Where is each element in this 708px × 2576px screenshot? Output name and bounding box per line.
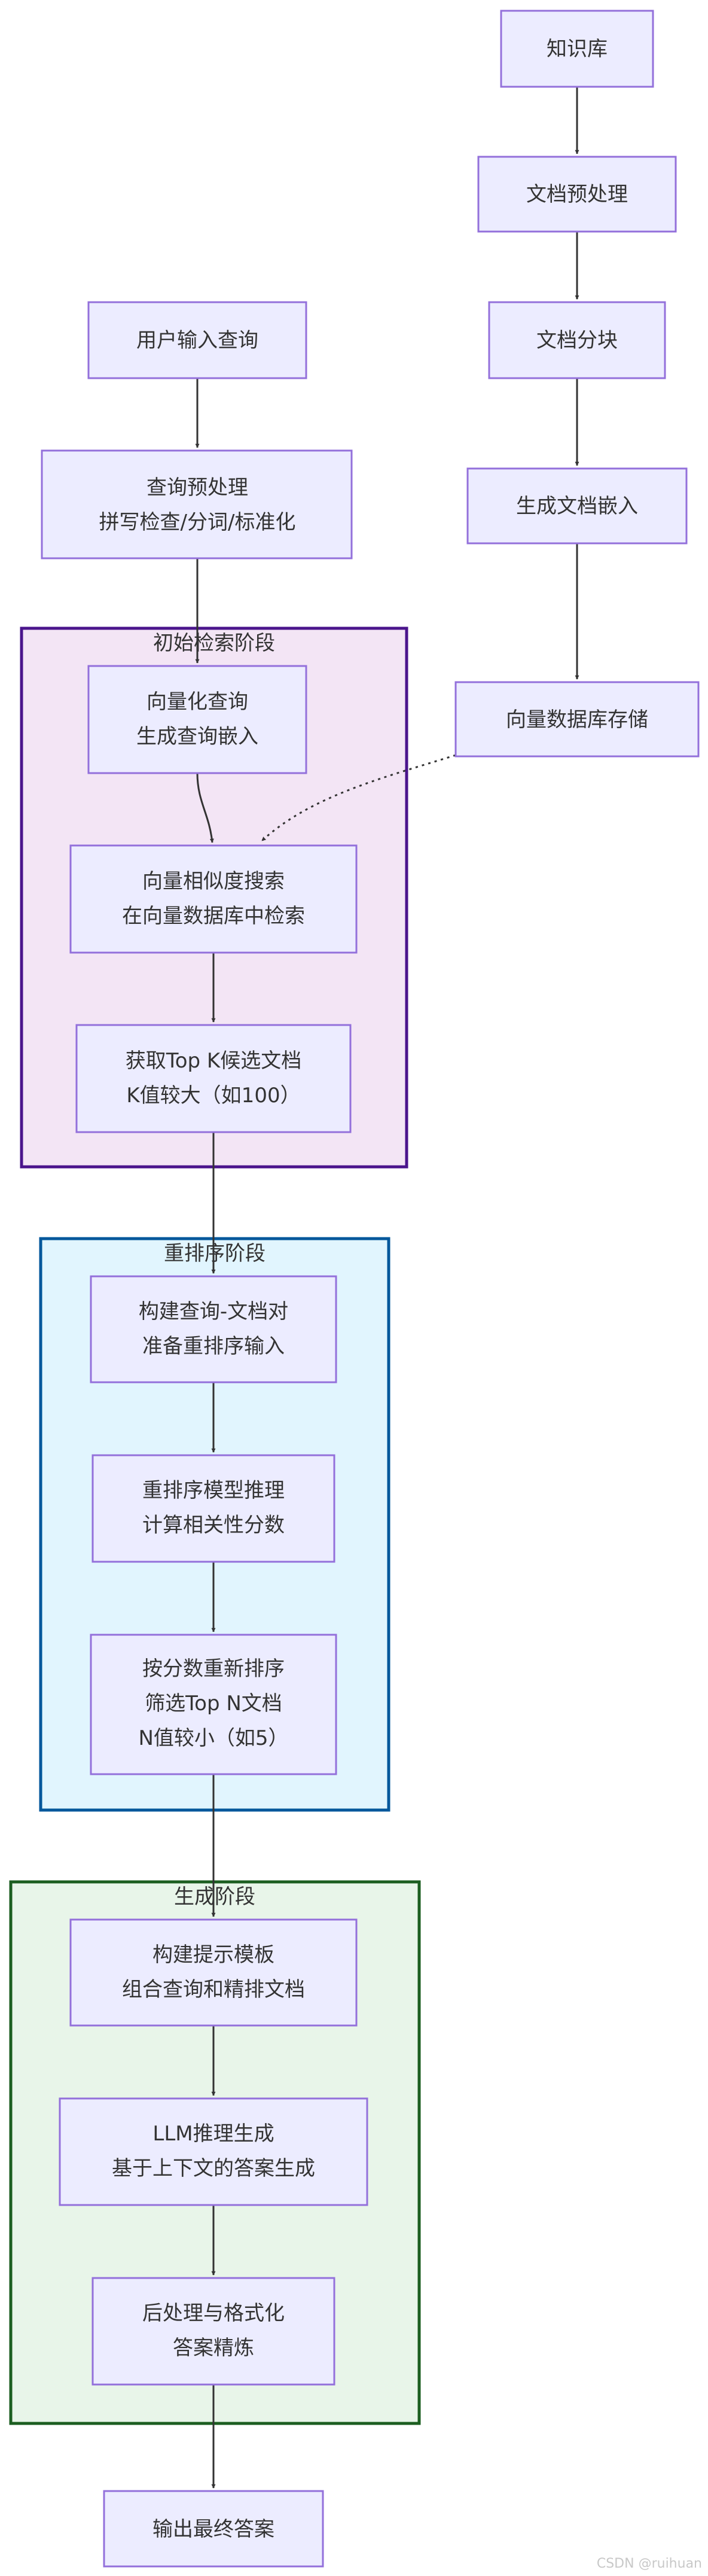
- node-rerank-inference-box: [91, 1454, 335, 1563]
- node-knowledge-base: 知识库: [500, 10, 654, 88]
- node-prompt-template-line-2: 组合查询和精排文档: [122, 1978, 305, 2002]
- node-doc-embed: 生成文档嵌入: [466, 467, 688, 545]
- watermark: CSDN @ruihuan: [596, 2556, 702, 2571]
- node-doc-preprocess-line-1: 文档预处理: [526, 183, 628, 206]
- node-llm-generate-line-1: LLM推理生成: [152, 2122, 274, 2146]
- node-postprocess: 后处理与格式化 答案精炼: [91, 2277, 335, 2386]
- node-similarity-search-line-2: 在向量数据库中检索: [122, 904, 305, 928]
- node-rerank-inference: 重排序模型推理 计算相关性分数: [91, 1454, 335, 1563]
- node-similarity-search-line-1: 向量相似度搜索: [142, 869, 285, 893]
- node-vector-store-line-1: 向量数据库存储: [506, 708, 648, 732]
- node-vectorize-query-line-1: 向量化查询: [147, 690, 248, 714]
- cluster-generation-title: 生成阶段: [174, 1885, 255, 1909]
- node-top-k-line-2: K值较大（如100）: [126, 1084, 300, 1108]
- node-build-pairs: 构建查询-文档对 准备重排序输入: [90, 1275, 337, 1383]
- node-postprocess-box: [91, 2277, 335, 2386]
- cluster-initial-retrieval-title: 初始检索阶段: [153, 631, 275, 655]
- node-vector-store: 向量数据库存储: [454, 681, 700, 758]
- node-resort-box: [90, 1634, 337, 1775]
- edges: [195, 87, 579, 2489]
- node-similarity-search-box: [69, 844, 358, 954]
- node-doc-chunk: 文档分块: [488, 301, 666, 379]
- node-output-answer: 输出最终答案: [103, 2490, 324, 2568]
- node-postprocess-line-2: 答案精炼: [173, 2336, 254, 2360]
- edge-vectorize-to-sim-search: [196, 773, 214, 843]
- node-doc-chunk-box: [488, 301, 666, 379]
- node-top-k-box: [75, 1024, 352, 1133]
- node-postprocess-line-1: 后处理与格式化: [142, 2301, 285, 2325]
- node-resort: 按分数重新排序 筛选Top N文档 N值较小（如5）: [90, 1634, 337, 1775]
- node-query-preprocess: 查询预处理 拼写检查/分词/标准化: [41, 449, 353, 559]
- node-build-pairs-line-2: 准备重排序输入: [142, 1334, 285, 1358]
- node-knowledge-base-box: [500, 10, 654, 88]
- nodes: 知识库 文档预处理 文档分块 生成文档嵌入 向量数据库存储 用户输入查询 查询预…: [41, 10, 700, 2568]
- node-build-pairs-line-1: 构建查询-文档对: [139, 1300, 288, 1324]
- node-llm-generate: LLM推理生成 基于上下文的答案生成: [59, 2097, 368, 2206]
- node-user-query: 用户输入查询: [87, 301, 307, 379]
- node-resort-line-2: 筛选Top N文档: [145, 1692, 282, 1716]
- node-rerank-inference-line-2: 计算相关性分数: [142, 1513, 285, 1537]
- cluster-rerank-title: 重排序阶段: [164, 1242, 266, 1266]
- node-top-k: 获取Top K候选文档 K值较大（如100）: [75, 1024, 352, 1133]
- node-output-answer-line-1: 输出最终答案: [152, 2517, 274, 2541]
- node-knowledge-base-line-1: 知识库: [547, 37, 608, 61]
- node-resort-line-3: N值较小（如5）: [138, 1726, 288, 1750]
- node-prompt-template: 构建提示模板 组合查询和精排文档: [69, 1918, 358, 2027]
- node-user-query-box: [87, 301, 307, 379]
- node-doc-embed-box: [466, 467, 688, 545]
- node-doc-embed-line-1: 生成文档嵌入: [516, 494, 638, 518]
- node-vectorize-query-box: [87, 665, 307, 774]
- node-doc-preprocess: 文档预处理: [477, 156, 677, 233]
- node-query-preprocess-box: [41, 449, 353, 559]
- node-resort-line-1: 按分数重新排序: [142, 1657, 285, 1681]
- node-query-preprocess-line-2: 拼写检查/分词/标准化: [99, 510, 296, 534]
- node-top-k-line-1: 获取Top K候选文档: [126, 1049, 301, 1073]
- node-doc-preprocess-box: [477, 156, 677, 233]
- node-similarity-search: 向量相似度搜索 在向量数据库中检索: [69, 844, 358, 954]
- node-output-answer-box: [103, 2490, 324, 2568]
- node-vectorize-query-line-2: 生成查询嵌入: [136, 725, 258, 749]
- node-build-pairs-box: [90, 1275, 337, 1383]
- node-vector-store-box: [454, 681, 700, 758]
- node-user-query-line-1: 用户输入查询: [136, 329, 258, 352]
- node-prompt-template-box: [69, 1918, 358, 2027]
- node-llm-generate-line-2: 基于上下文的答案生成: [112, 2157, 315, 2180]
- node-prompt-template-line-1: 构建提示模板: [152, 1943, 274, 1967]
- node-query-preprocess-line-1: 查询预处理: [147, 476, 248, 500]
- node-rerank-inference-line-1: 重排序模型推理: [142, 1479, 285, 1503]
- node-vectorize-query: 向量化查询 生成查询嵌入: [87, 665, 307, 774]
- node-llm-generate-box: [59, 2097, 368, 2206]
- node-doc-chunk-line-1: 文档分块: [536, 329, 618, 352]
